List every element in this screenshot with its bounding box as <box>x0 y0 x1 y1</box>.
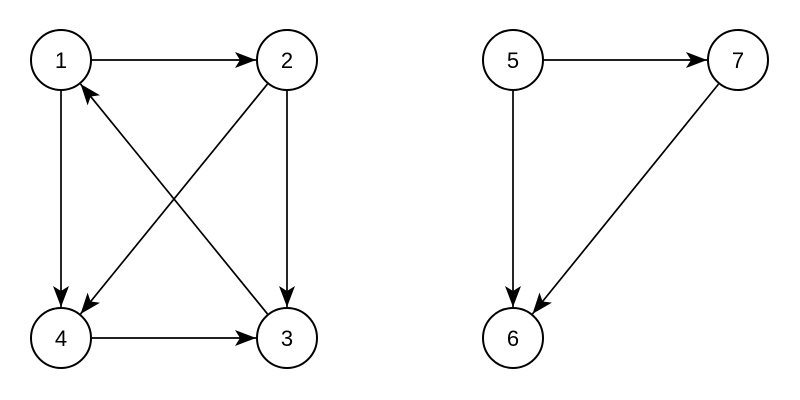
node-label-4: 4 <box>55 326 67 351</box>
graph-node-2: 2 <box>256 29 318 91</box>
graph-node-3: 3 <box>256 307 318 369</box>
node-circle-6 <box>482 307 544 369</box>
node-label-6: 6 <box>507 326 519 351</box>
node-circle-4 <box>30 307 92 369</box>
node-label-1: 1 <box>55 48 67 73</box>
node-circle-2 <box>256 29 318 91</box>
node-circle-3 <box>256 307 318 369</box>
graph-node-1: 1 <box>30 29 92 91</box>
graph-node-6: 6 <box>482 307 544 369</box>
node-label-2: 2 <box>281 48 293 73</box>
graph-node-7: 7 <box>707 29 769 91</box>
node-circle-5 <box>482 29 544 91</box>
node-circle-7 <box>707 29 769 91</box>
graph-node-4: 4 <box>30 307 92 369</box>
node-circle-1 <box>30 29 92 91</box>
graph-node-5: 5 <box>482 29 544 91</box>
nodes-layer: 1 2 3 4 5 6 7 <box>30 29 769 369</box>
edges-layer <box>53 52 720 346</box>
node-label-5: 5 <box>507 48 519 73</box>
edge-7-to-6 <box>531 83 720 315</box>
node-label-3: 3 <box>281 326 293 351</box>
edge-3-to-1 <box>79 83 269 315</box>
node-label-7: 7 <box>732 48 744 73</box>
